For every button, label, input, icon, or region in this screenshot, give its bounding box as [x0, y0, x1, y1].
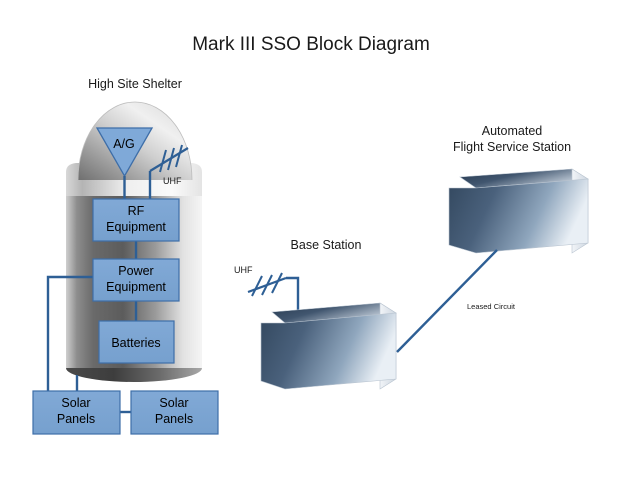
batteries-label: Batteries: [111, 336, 160, 350]
solar-panels-right-box[interactable]: [130, 390, 219, 435]
afss-building[interactable]: [448, 168, 589, 254]
uhf-element-3-shelter: [175, 144, 183, 168]
solar-panels-left-box[interactable]: [32, 390, 121, 435]
power-to-solar-connector: [46, 275, 93, 391]
power-equipment-label-line2: Equipment: [106, 280, 166, 294]
power-equipment-label-line1: Power: [118, 264, 153, 278]
shelter-uhf-antenna[interactable]: UHF: [148, 144, 189, 199]
base-station-uhf-label: UHF: [234, 265, 253, 275]
afss-front[interactable]: [448, 178, 589, 254]
ag-antenna[interactable]: A/G: [95, 127, 154, 199]
uhf-to-base-station-connector: [286, 276, 300, 312]
dome-seam: [77, 101, 193, 181]
uhf-element-1-shelter: [159, 149, 167, 173]
rf-equipment-label-line1: RF: [128, 204, 145, 218]
solar-panels-left-label-line2: Panels: [57, 412, 95, 426]
power-equipment-block[interactable]: Power Equipment: [92, 258, 180, 302]
solar-panels-right-label-line2: Panels: [155, 412, 193, 426]
rf-equipment-block[interactable]: RF Equipment: [92, 198, 180, 242]
batteries-block[interactable]: Batteries: [98, 320, 175, 364]
power-equipment-box[interactable]: [92, 258, 180, 302]
solar-panels-left-label-line1: Solar: [61, 396, 90, 410]
batteries-box[interactable]: [98, 320, 175, 364]
solar-panels-right-label-line1: Solar: [159, 396, 188, 410]
afss-label-line2: Flight Service Station: [453, 140, 571, 154]
uhf-element-1-base: [251, 275, 263, 297]
ag-triangle-icon[interactable]: [95, 127, 154, 178]
solar-panels-left-block[interactable]: Solar Panels: [32, 390, 121, 435]
solar-panels-right-block[interactable]: Solar Panels: [130, 390, 219, 435]
high-site-shelter-label: High Site Shelter: [88, 77, 182, 91]
uhf-boom-shelter: [149, 147, 189, 172]
ag-antenna-label: A/G: [113, 137, 135, 151]
base-station-label: Base Station: [291, 238, 362, 252]
leased-circuit-label: Leased Circuit: [467, 302, 516, 311]
uhf-element-2-base: [261, 274, 273, 296]
base-station-uhf-antenna[interactable]: UHF: [234, 265, 300, 312]
rf-equipment-box[interactable]: [92, 198, 180, 242]
uhf-element-2-shelter: [167, 147, 175, 171]
afss-label-line1: Automated: [482, 124, 543, 138]
uhf-element-3-base: [271, 272, 283, 294]
base-station-building[interactable]: [260, 302, 397, 390]
base-station-front[interactable]: [260, 312, 397, 390]
leased-circuit-line[interactable]: [396, 249, 498, 353]
shelter-uhf-label: UHF: [163, 176, 182, 186]
rf-equipment-label-line2: Equipment: [106, 220, 166, 234]
page-title: Mark III SSO Block Diagram: [192, 34, 430, 55]
